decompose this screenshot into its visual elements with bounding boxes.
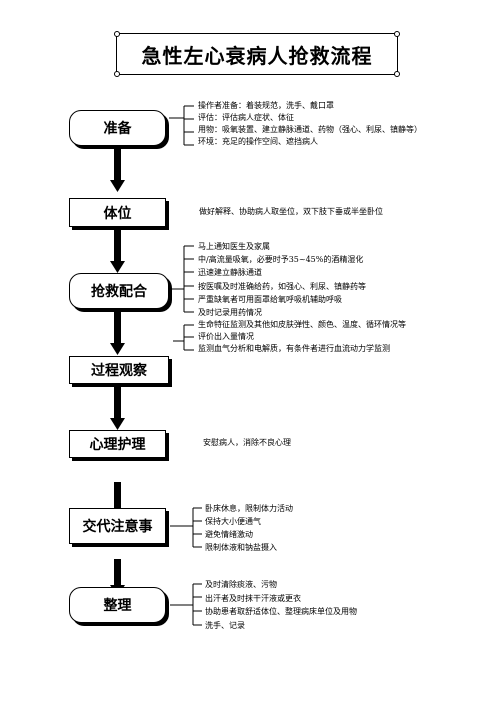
bracket-prep: [169, 105, 194, 146]
step-rescue: 抢救配合: [69, 273, 169, 309]
bracket-cleanup: [170, 583, 202, 626]
desc-item: 限制体液和钠盐摄入: [205, 543, 277, 552]
desc-item: 评价出入量情况: [198, 332, 254, 341]
step-observation-items: 生命特征监测及其他如皮肤弹性、颜色、温度、循环情况等 评价出入量情况 监测血气分…: [198, 319, 406, 355]
step-instructions: 交代注意事: [69, 508, 166, 544]
flow-arrow: [110, 386, 125, 430]
desc-item: 按医嘱及时准确给药，如强心、利尿、镇静药等: [198, 281, 366, 291]
desc-item: 中/高流量吸氧，必要时予35~45%的酒精湿化: [198, 255, 364, 265]
step-position-items: 做好解释、协助病人取坐位，双下肢下垂或半坐卧位: [199, 206, 383, 218]
step-position: 体位: [69, 198, 166, 227]
desc-item: 安慰病人，消除不良心理: [203, 438, 291, 447]
flow-arrow: [110, 148, 125, 192]
step-instructions-items: 卧床休息，限制体力活动 保持大小便通气 避免情绪激动 限制体液和钠盐摄入: [205, 502, 293, 554]
desc-item: 协助患者取舒适体位、整理病床单位及用物: [205, 607, 357, 616]
desc-item: 洗手、记录: [205, 620, 245, 630]
desc-item: 迅速建立静脉通道: [198, 268, 262, 278]
desc-item: 避免情绪激动: [205, 530, 253, 539]
step-cleanup: 整理: [69, 587, 166, 623]
corner-mark: [394, 71, 400, 77]
desc-item: 操作者准备：着装规范，洗手、戴口罩: [198, 101, 334, 110]
desc-item: 监测血气分析和电解质，有条件者进行血流动力学监测: [198, 344, 390, 353]
desc-item: 保持大小便通气: [205, 517, 261, 526]
desc-item: 环境：充足的操作空间、遮挡病人: [198, 137, 318, 146]
desc-item: 出汗者及时抹干汗液或更衣: [205, 593, 301, 603]
flow-arrow: [110, 229, 125, 273]
corner-mark: [114, 71, 120, 77]
desc-item: 及时清除痰液、污物: [205, 580, 277, 589]
step-rescue-items: 马上通知医生及家属 中/高流量吸氧，必要时予35~45%的酒精湿化 迅速建立静脉…: [198, 240, 366, 319]
desc-item: 用物：吸氧装置、建立静脉通道、药物（强心、利尿、镇静等）: [198, 125, 422, 134]
corner-mark: [114, 31, 120, 37]
desc-item: 严重缺氧者可用面罩给氧呼吸机辅助呼吸: [198, 294, 342, 304]
flow-arrow: [110, 311, 125, 355]
corner-mark: [394, 31, 400, 37]
step-observation: 过程观察: [69, 356, 169, 384]
flowchart-title: 急性左心衰病人抢救流程: [141, 43, 373, 68]
step-prep: 准备: [69, 110, 166, 146]
step-cleanup-items: 及时清除痰液、污物 出汗者及时抹干汗液或更衣 协助患者取舒适体位、整理病床单位及…: [205, 578, 357, 632]
step-psych-care: 心理护理: [69, 430, 166, 458]
desc-item: 评估：评估病人症状、体征: [198, 113, 294, 122]
desc-item: 马上通知医生及家属: [198, 242, 270, 251]
desc-item: 卧床休息，限制体力活动: [205, 504, 293, 513]
bracket-observation: [173, 324, 194, 351]
desc-item: 生命特征监测及其他如皮肤弹性、颜色、温度、循环情况等: [198, 320, 406, 329]
desc-item: 做好解释、协助病人取坐位，双下肢下垂或半坐卧位: [199, 207, 383, 216]
bracket-instructions: [170, 507, 202, 548]
step-prep-items: 操作者准备：着装规范，洗手、戴口罩 评估：评估病人症状、体征 用物：吸氧装置、建…: [198, 100, 422, 148]
title-box: 急性左心衰病人抢救流程: [114, 31, 400, 77]
step-psych-care-items: 安慰病人，消除不良心理: [203, 437, 291, 449]
desc-item: 及时记录用药情况: [198, 308, 262, 318]
bracket-rescue: [172, 245, 194, 313]
